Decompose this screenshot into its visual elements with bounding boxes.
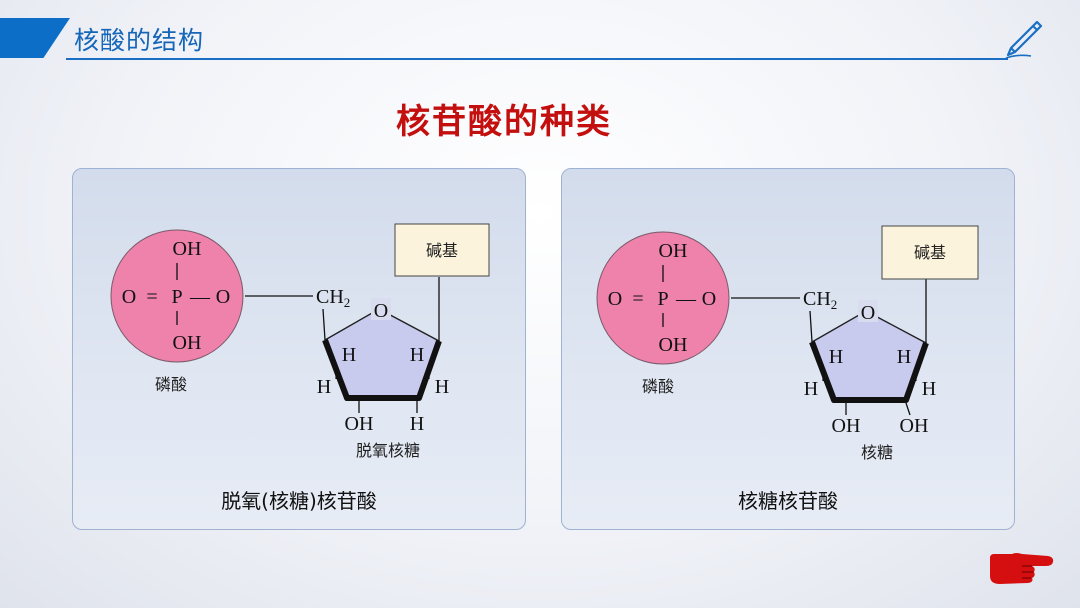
phosphate-circle xyxy=(596,231,730,365)
h-left: H xyxy=(317,376,331,398)
main-title: 核苷酸的种类 xyxy=(396,102,612,142)
h-left: H xyxy=(804,378,818,400)
bond-ch2-c4 xyxy=(809,310,813,343)
phosphate-p: P xyxy=(171,286,182,308)
header-rule xyxy=(66,58,1008,60)
phosphate-oh-bottom: OH xyxy=(173,332,202,354)
h-right: H xyxy=(435,376,449,398)
base-label: 碱基 xyxy=(914,243,946,262)
h-upper-right: H xyxy=(897,346,911,368)
base-box xyxy=(881,225,979,280)
bond-c2-oh xyxy=(905,402,911,416)
phosphate-o-left: O xyxy=(122,286,136,308)
phosphate-double-bond: = xyxy=(146,286,157,308)
sugar-label: 核糖 xyxy=(861,443,893,462)
phosphate-oh-top: OH xyxy=(173,238,202,260)
phosphate-o-right: O xyxy=(216,286,230,308)
sugar-label: 脱氧核糖 xyxy=(356,441,420,460)
h-right: H xyxy=(922,378,936,400)
base-label: 碱基 xyxy=(426,241,458,260)
ring-o-bg xyxy=(858,300,878,322)
base-box xyxy=(394,223,490,277)
panel-caption-left: 脱氧(核糖)核苷酸 xyxy=(221,489,377,513)
deoxyribonucleotide-diagram: OH O = P — O OH 磷酸 CH2 O H H H H OH H 脱氧… xyxy=(110,223,490,460)
phosphate-oh-top: OH xyxy=(659,240,688,262)
bottom-left-group: OH xyxy=(832,415,861,437)
bottom-left-group: OH xyxy=(345,413,374,435)
phosphate-label: 磷酸 xyxy=(155,375,187,394)
phosphate-label: 磷酸 xyxy=(642,377,674,396)
header-accent-tab xyxy=(0,18,70,58)
pointing-hand-icon[interactable] xyxy=(986,548,1056,588)
phosphate-double-bond: = xyxy=(632,288,643,310)
phosphate-o-right: O xyxy=(702,288,716,310)
panel-caption-right: 核糖核苷酸 xyxy=(738,489,838,513)
phosphate-single-bond: — xyxy=(675,288,697,310)
phosphate-oh-bottom: OH xyxy=(659,334,688,356)
phosphate-p: P xyxy=(657,288,668,310)
bond-ch2-c4 xyxy=(322,308,326,341)
bottom-right-group: OH xyxy=(900,415,929,437)
panel-ribonucleotide: OH O = P — O OH 磷酸 CH2 O H H H H OH OH 核… xyxy=(561,168,1015,530)
pen-icon xyxy=(1005,20,1043,59)
h-upper-left: H xyxy=(342,344,356,366)
phosphate-o-left: O xyxy=(608,288,622,310)
h-upper-right: H xyxy=(410,344,424,366)
sugar-ring-front-edge xyxy=(809,340,929,403)
ch2-group: CH2 xyxy=(316,286,350,310)
header-title: 核酸的结构 xyxy=(74,26,205,55)
phosphate-circle xyxy=(110,229,244,363)
sugar-ring-front-edge xyxy=(322,338,442,401)
panel-deoxyribonucleotide: OH O = P — O OH 磷酸 CH2 O H H H H OH H 脱氧… xyxy=(72,168,526,530)
ribonucleotide-diagram: OH O = P — O OH 磷酸 CH2 O H H H H OH OH 核… xyxy=(596,225,979,462)
ring-oxygen: O xyxy=(374,300,388,322)
ch2-group: CH2 xyxy=(803,288,837,312)
h-upper-left: H xyxy=(829,346,843,368)
ring-oxygen: O xyxy=(861,302,875,324)
ring-o-bg xyxy=(371,298,391,320)
bottom-right-group: H xyxy=(410,413,424,435)
phosphate-single-bond: — xyxy=(189,286,211,308)
